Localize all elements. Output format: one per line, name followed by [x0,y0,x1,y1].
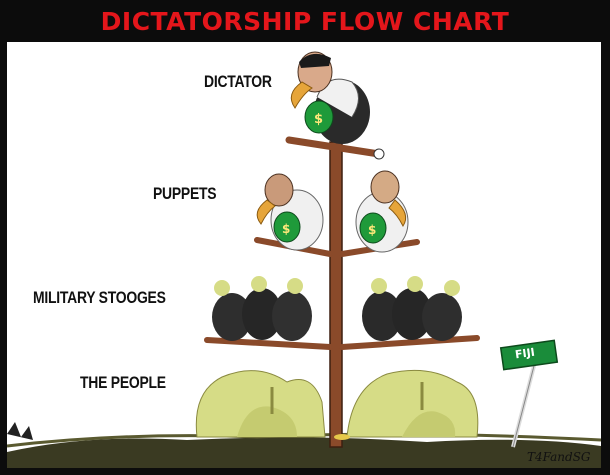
artist-signature: T4FandSG [527,450,591,464]
puppet-vulture-left: $ [256,173,324,251]
puppet-vulture-right: $ [355,170,409,253]
level-label-military: MILITARY STOOGES [33,288,166,307]
svg-text:$: $ [282,222,290,236]
cartoon-panel: $ $ $ [7,42,601,468]
cartoon-illustration: $ $ $ [7,51,601,468]
signpost-icon [499,339,559,448]
level-label-puppets: PUPPETS [153,184,217,203]
level-label-people: THE PEOPLE [80,373,166,392]
money-bag-icon: $ [273,211,301,243]
svg-text:$: $ [368,223,376,237]
level-label-dictator: DICTATOR [204,72,272,91]
money-bag-icon: $ [359,212,387,244]
cartoon-title: DICTATORSHIP FLOW CHART [100,6,510,36]
title-bar: DICTATORSHIP FLOW CHART [0,0,610,42]
military-vultures [212,276,462,341]
dictator-vulture: $ [290,51,370,144]
people-vultures [195,369,479,440]
money-bag-icon: $ [304,100,334,134]
sign-label: FIJI [514,345,536,362]
svg-text:$: $ [314,112,323,127]
